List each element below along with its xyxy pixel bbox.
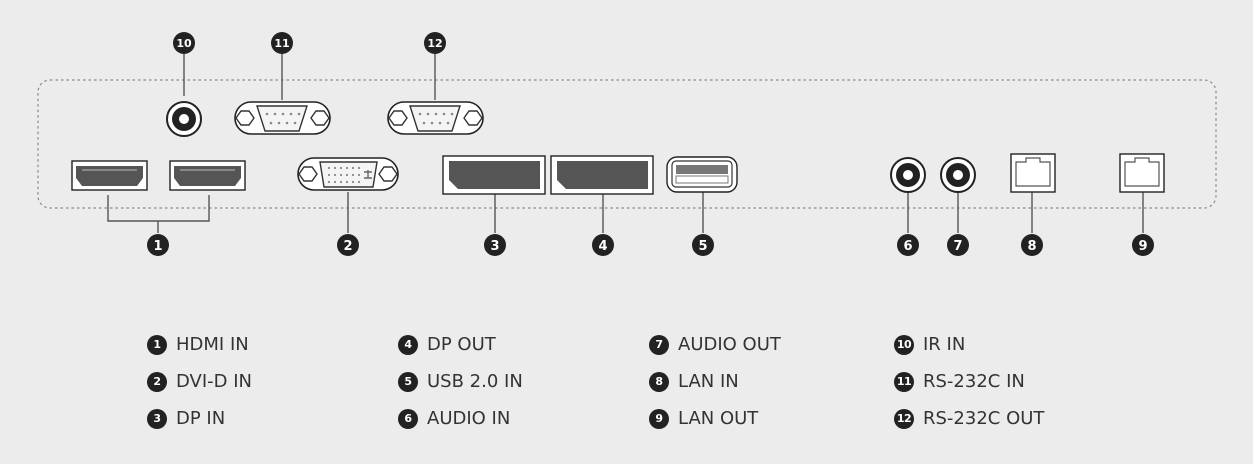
svg-text:11: 11 <box>274 37 289 50</box>
dp-in-port-icon <box>442 155 546 195</box>
badge-1: 1 <box>147 234 169 256</box>
legend-item-dvi-d-in: 2 DVI-D IN <box>147 363 252 400</box>
ir-in-jack-icon <box>166 101 202 137</box>
legend-badge: 6 <box>398 408 418 429</box>
legend-column-1: 1 HDMI IN 2 DVI-D IN 3 DP IN <box>147 326 252 437</box>
legend-label: DP IN <box>176 408 226 429</box>
legend-column-4: 10 IR IN 11 RS-232C IN 12 RS-232C OUT <box>894 326 1044 437</box>
badge-10: 10 <box>173 32 195 54</box>
rs232c-in-port-icon <box>234 101 331 135</box>
badge-12: 12 <box>424 32 446 54</box>
hdmi-in-port-icon-b <box>169 160 246 191</box>
port-legend: 1 HDMI IN 2 DVI-D IN 3 DP IN 4 DP OUT 5 … <box>0 326 1253 446</box>
legend-label: RS-232C OUT <box>923 408 1045 429</box>
legend-badge: 1 <box>147 334 167 355</box>
badge-11: 11 <box>271 32 293 54</box>
leader-lines <box>107 54 1144 233</box>
svg-text:6: 6 <box>903 239 912 254</box>
badge-2: 2 <box>337 234 359 256</box>
svg-text:3: 3 <box>490 239 499 254</box>
legend-badge: 11 <box>894 371 914 392</box>
svg-text:10: 10 <box>176 37 192 50</box>
legend-column-2: 4 DP OUT 5 USB 2.0 IN 6 AUDIO IN <box>398 326 523 437</box>
legend-label: AUDIO IN <box>427 408 511 429</box>
legend-badge: 5 <box>398 371 418 392</box>
legend-badge: 12 <box>894 408 914 429</box>
legend-item-hdmi-in: 1 HDMI IN <box>147 326 252 363</box>
usb-port-icon <box>666 156 738 193</box>
connector-panel-diagram: 10 11 12 1 2 3 4 5 <box>37 32 1217 256</box>
audio-out-jack-icon <box>940 157 976 193</box>
legend-badge: 7 <box>649 334 669 355</box>
legend-item-lan-out: 9 LAN OUT <box>649 400 781 437</box>
lan-out-port-icon <box>1119 153 1165 193</box>
svg-text:4: 4 <box>598 239 607 254</box>
svg-text:7: 7 <box>953 239 962 254</box>
panel-outline <box>37 79 1217 209</box>
badge-4: 4 <box>592 234 614 256</box>
rs232c-out-port-icon <box>387 101 484 135</box>
hdmi-in-port-icon-a <box>71 160 148 191</box>
legend-label: LAN IN <box>678 371 739 392</box>
dp-out-port-icon <box>550 155 654 195</box>
legend-label: DVI-D IN <box>176 371 253 392</box>
dvi-d-in-port-icon <box>297 157 399 191</box>
legend-label: LAN OUT <box>678 408 759 429</box>
legend-item-ir-in: 10 IR IN <box>894 326 1044 363</box>
legend-label: USB 2.0 IN <box>427 371 523 392</box>
badge-6: 6 <box>897 234 919 256</box>
legend-item-rs-232c-in: 11 RS-232C IN <box>894 363 1044 400</box>
legend-badge: 2 <box>147 371 167 392</box>
legend-column-3: 7 AUDIO OUT 8 LAN IN 9 LAN OUT <box>649 326 781 437</box>
legend-item-audio-out: 7 AUDIO OUT <box>649 326 781 363</box>
legend-label: DP OUT <box>427 334 496 355</box>
badge-5: 5 <box>692 234 714 256</box>
legend-badge: 9 <box>649 408 669 429</box>
svg-text:2: 2 <box>343 239 352 254</box>
badge-7: 7 <box>947 234 969 256</box>
leader-line-1 <box>107 195 210 233</box>
legend-badge: 10 <box>894 334 914 355</box>
legend-badge: 8 <box>649 371 669 392</box>
legend-item-usb-2-0-in: 5 USB 2.0 IN <box>398 363 523 400</box>
legend-label: HDMI IN <box>176 334 249 355</box>
legend-label: RS-232C IN <box>923 371 1025 392</box>
badge-3: 3 <box>484 234 506 256</box>
legend-item-dp-in: 3 DP IN <box>147 400 252 437</box>
lan-in-port-icon <box>1010 153 1056 193</box>
legend-item-dp-out: 4 DP OUT <box>398 326 523 363</box>
svg-text:9: 9 <box>1138 239 1147 254</box>
svg-text:5: 5 <box>698 239 707 254</box>
svg-text:12: 12 <box>427 37 442 50</box>
audio-in-jack-icon <box>890 157 926 193</box>
badge-8: 8 <box>1021 234 1043 256</box>
badge-9: 9 <box>1132 234 1154 256</box>
svg-text:1: 1 <box>153 239 162 254</box>
svg-text:8: 8 <box>1027 239 1036 254</box>
number-badges: 10 11 12 1 2 3 4 5 <box>147 32 1154 256</box>
legend-item-lan-in: 8 LAN IN <box>649 363 781 400</box>
legend-badge: 3 <box>147 408 167 429</box>
legend-label: AUDIO OUT <box>678 334 781 355</box>
legend-item-rs-232c-out: 12 RS-232C OUT <box>894 400 1044 437</box>
legend-badge: 4 <box>398 334 418 355</box>
legend-label: IR IN <box>923 334 966 355</box>
legend-item-audio-in: 6 AUDIO IN <box>398 400 523 437</box>
